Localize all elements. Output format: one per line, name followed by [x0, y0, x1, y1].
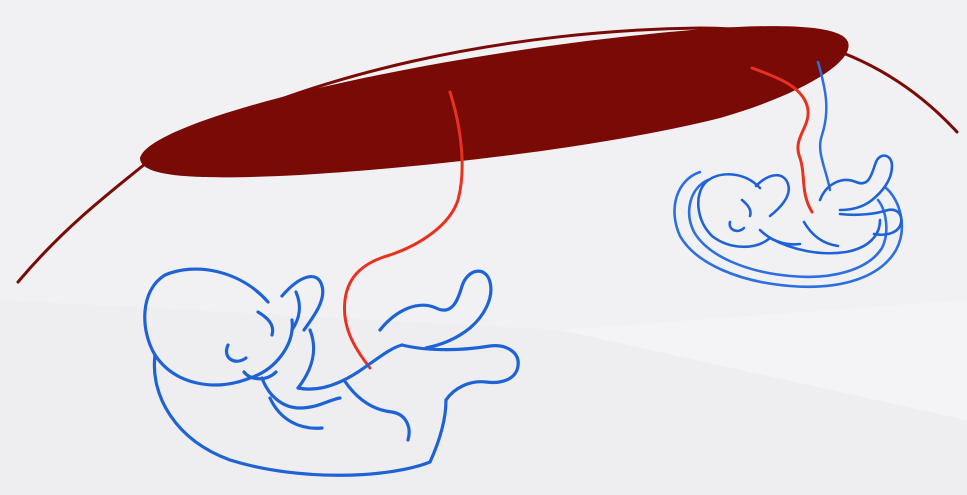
twin-placenta-diagram — [0, 0, 967, 495]
diagram-canvas — [0, 0, 967, 495]
